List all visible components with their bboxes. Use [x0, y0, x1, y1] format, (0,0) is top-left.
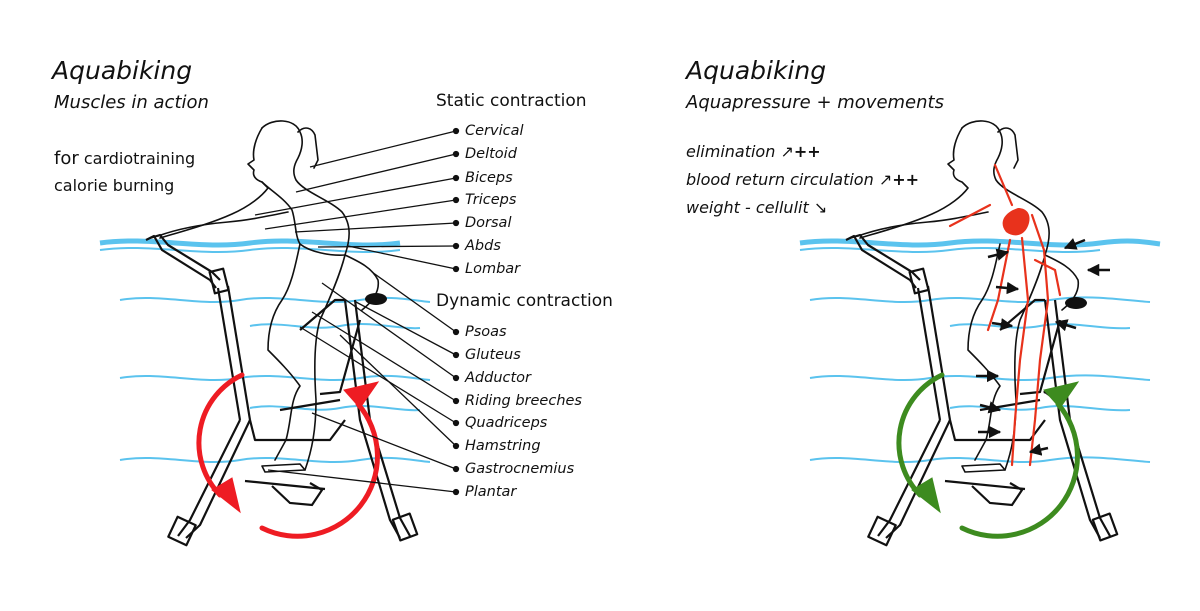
left-subtitle: Muscles in action [54, 92, 209, 113]
muscle-label-psoas: Psoas [465, 324, 507, 340]
water-pressure-arrows [976, 238, 1110, 456]
effect-text: blood return circulation [686, 170, 874, 189]
effect-weight-cellulit: weight - cellulit ↘ [686, 200, 827, 216]
pedal-crank [244, 479, 326, 507]
trend-up-icon: ↗ [878, 170, 893, 189]
left-title: Aquabiking [52, 56, 193, 85]
trend-up-icon: ↗ [780, 142, 794, 161]
effect-elimination: elimination ↗++ [686, 144, 821, 160]
pedal-crank-right [944, 479, 1026, 507]
effect-sign: ++ [793, 142, 821, 161]
muscle-label-quadriceps: Quadriceps [465, 415, 548, 431]
rider-figure [157, 120, 380, 473]
muscle-label-gluteus: Gluteus [465, 347, 521, 363]
goal-line-2: calorie burning [54, 176, 175, 195]
muscle-label-biceps: Biceps [465, 170, 513, 186]
muscle-label-deltoid: Deltoid [465, 146, 517, 162]
trend-down-icon: ↘ [813, 198, 828, 217]
muscle-label-plantar: Plantar [465, 484, 517, 500]
right-panel [799, 120, 1161, 547]
water-lines-right [799, 238, 1161, 463]
muscle-label-cervical: Cervical [465, 123, 524, 139]
pedaling-rotation-arrows [196, 372, 380, 539]
pedaling-rotation-arrows-right [896, 372, 1080, 539]
effect-text: weight - cellulit [686, 198, 809, 217]
muscle-label-riding-breeches: Riding breeches [465, 393, 582, 409]
right-title: Aquabiking [686, 56, 827, 85]
muscle-label-abds: Abds [465, 238, 501, 254]
right-subtitle: Aquapressure + movements [686, 92, 944, 113]
goal-cardiotraining: cardiotraining [83, 149, 196, 168]
left-panel [99, 120, 460, 547]
water-lines [99, 238, 431, 463]
muscle-label-triceps: Triceps [465, 192, 517, 208]
effect-blood-return: blood return circulation ↗++ [686, 172, 919, 188]
effect-sign: ++ [892, 170, 920, 189]
exercise-bike [145, 233, 419, 547]
dynamic-contraction-heading: Dynamic contraction [436, 291, 613, 311]
muscle-leader-lines [254, 127, 460, 496]
muscle-label-hamstring: Hamstring [465, 438, 541, 454]
goal-prefix: for [54, 148, 79, 169]
goal-line-1: for cardiotraining [54, 150, 195, 168]
blood-circulation [948, 163, 1062, 467]
effect-text: elimination [686, 142, 776, 161]
muscle-label-dorsal: Dorsal [465, 215, 512, 231]
muscle-label-gastrocnemius: Gastrocnemius [465, 461, 575, 477]
exercise-bike-right [845, 233, 1119, 547]
muscle-label-adductor: Adductor [465, 370, 532, 386]
static-contraction-heading: Static contraction [436, 91, 587, 111]
muscle-label-lombar: Lombar [465, 261, 521, 277]
